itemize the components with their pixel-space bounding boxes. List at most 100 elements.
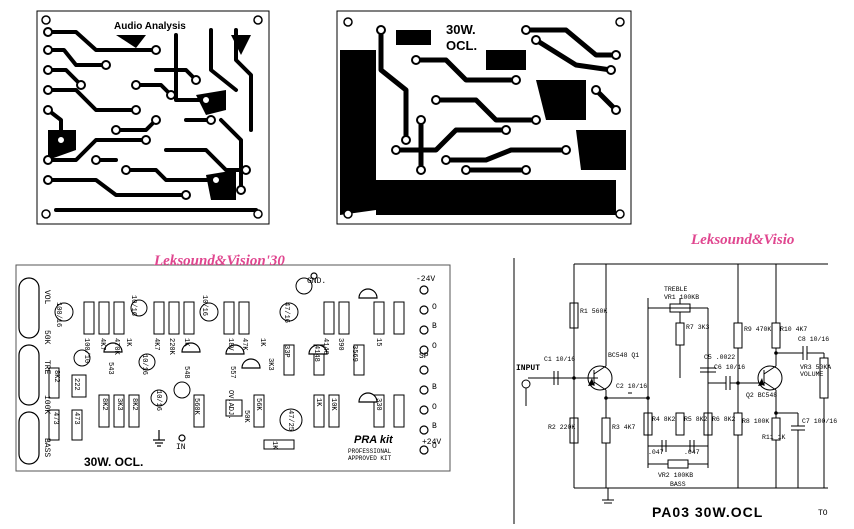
overlay-plus24-label: +24V <box>422 438 442 447</box>
pot-label-100k: 100K <box>42 395 51 415</box>
component-label: 470K <box>112 338 120 355</box>
pcb-left-panel: Audio Analysis <box>36 10 270 225</box>
component-label: 560K <box>192 398 200 415</box>
schematic-label-r10: R10 4K7 <box>780 326 808 333</box>
pot-label-tre: TRE <box>42 360 51 375</box>
component-label: 4K7 <box>152 338 160 351</box>
terminal-label-o2: O <box>432 342 437 351</box>
schematic-label-r6: R6 8K2 <box>712 416 736 423</box>
schematic-label-r8: R8 100K <box>742 418 770 425</box>
component-label: 330 <box>374 398 382 411</box>
component-label: 3K3 <box>115 398 123 411</box>
overlay-outline <box>15 264 451 472</box>
component-label: 8K2 <box>130 398 138 411</box>
overlay-kit-sub2: APPROVED KIT <box>348 455 392 462</box>
schematic-label-c4: .047 <box>684 449 700 456</box>
component-label: 8K2 <box>100 398 108 411</box>
component-label: 473 <box>51 412 59 425</box>
component-label: 10/16 <box>140 354 148 376</box>
component-label: 50K <box>242 410 250 423</box>
component-label: 47/25 <box>286 410 294 432</box>
schematic-label-r11: R11 1K <box>762 434 786 441</box>
overlay-sp-label: SP <box>419 352 429 361</box>
component-label: 8K2 <box>52 370 60 383</box>
overlay-gnd-label: GND. <box>307 277 327 286</box>
overlay-panel: Leksound&Vision'30 GND. -24V SP +24V IN … <box>14 250 454 475</box>
overlay-kit-brand: PRA kit <box>354 434 393 446</box>
pcb-right-panel: 30W. OCL. <box>336 10 632 225</box>
schematic-label-vr1: VR1 100KB <box>664 294 700 301</box>
overlay-minus24-label: -24V <box>416 275 436 284</box>
component-label: 10/16 <box>154 390 162 412</box>
terminal-label-o3: O <box>432 403 437 412</box>
schematic-label-vr3: VR3 50KA VOLUME <box>800 364 832 378</box>
schematic-label-r3: R3 4K7 <box>612 424 636 431</box>
pot-label-bass: BASS <box>42 438 51 458</box>
terminal-label-b1: B <box>432 322 437 331</box>
component-label: 1K <box>314 398 322 407</box>
schematic-label-r9: R9 470K <box>744 326 772 333</box>
schematic-footer: PA03 30W.OCL <box>652 504 764 520</box>
component-label: 10/16 <box>200 295 208 317</box>
component-label: 1K <box>124 338 132 347</box>
schematic-label-r2: R2 220K <box>548 424 576 431</box>
schematic-label-vr2: VR2 100KB <box>658 472 694 479</box>
component-label: 10K <box>329 398 337 411</box>
pcb-left-title: Audio Analysis <box>114 21 186 32</box>
schematic-label-q1: BC548 Q1 <box>608 352 640 359</box>
terminal-label-o1: O <box>432 303 437 312</box>
component-label: 15 <box>374 338 382 347</box>
component-label: 548 <box>182 366 190 379</box>
component-label: 3569 <box>350 345 358 362</box>
pcb-left-traces <box>36 10 270 225</box>
schematic-label-bass: BASS <box>670 481 686 488</box>
component-label: 557 <box>228 366 236 379</box>
schematic-label-c8: C8 10/16 <box>798 336 830 343</box>
component-label: 33P <box>282 345 290 358</box>
component-label: 543 <box>106 362 114 375</box>
component-label: 100/10 <box>82 338 90 364</box>
component-label: 4148 <box>312 345 320 362</box>
schematic-label-r5: R5 8K2 <box>684 416 708 423</box>
schematic-label-c5: C5 .0022 <box>704 354 736 361</box>
schematic-label-treble: TREBLE <box>664 286 688 293</box>
schematic-label-c6: C6 10/16 <box>714 364 746 371</box>
component-label: 4K7 <box>98 338 106 351</box>
component-label: 222 <box>72 378 80 391</box>
overlay-brand: Leksound&Vision'30 <box>154 253 285 269</box>
component-label: 390 <box>336 338 344 351</box>
pcb-right-traces <box>336 10 632 225</box>
component-label: 220K <box>167 338 175 355</box>
component-label: 18V <box>226 338 234 351</box>
terminal-label-o4: O <box>432 442 437 451</box>
pot-label-vol: VOL <box>42 290 51 305</box>
schematic-label-c2: C2 10/16 <box>616 383 648 390</box>
component-label: 10/16 <box>129 295 137 317</box>
schematic-label-r4: R4 8K2 <box>652 416 676 423</box>
schematic-brand: Leksound&Visio <box>691 232 795 248</box>
overlay-kit-sub1: PROFESSIONAL <box>348 448 392 455</box>
component-label: 1K <box>182 338 190 347</box>
pot-label-50k: 50K <box>42 330 51 345</box>
component-label: 100/16 <box>54 302 62 328</box>
schematic-label-c3: .047 <box>648 449 664 456</box>
schematic-label-r7: R7 3K3 <box>686 324 710 331</box>
schematic-label-r1: R1 560K <box>580 308 608 315</box>
schematic-label-c1: C1 10/16 <box>544 356 576 363</box>
overlay-bottom-label: 30W. OCL. <box>84 455 144 469</box>
schematic-footer-right: TO <box>818 509 828 518</box>
component-label: 47/16 <box>282 302 290 324</box>
schematic-panel: Leksound&Visio INPUT R1 560K C1 10/16 BC54… <box>508 228 852 526</box>
component-label: OV.ADJ. <box>226 390 234 420</box>
pcb-right-title-line1: 30W. <box>446 22 476 37</box>
overlay-in-label: IN <box>176 443 186 452</box>
component-label: 1K <box>258 338 266 347</box>
pcb-right-title-line2: OCL. <box>446 38 478 53</box>
component-label: 473 <box>72 412 80 425</box>
terminal-label-b3: B <box>432 422 437 431</box>
schematic-input-label: INPUT <box>516 364 541 373</box>
schematic-drawing <box>513 258 829 524</box>
schematic-label-q2: Q2 BC548 <box>746 392 778 399</box>
terminal-label-b2: B <box>432 383 437 392</box>
component-label: 1K <box>270 441 278 450</box>
